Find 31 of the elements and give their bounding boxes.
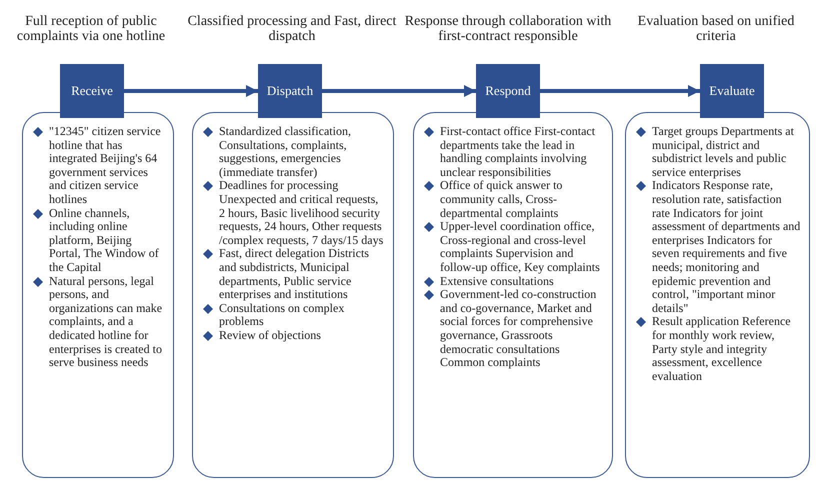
- bullet-text: Natural persons, legal persons, and organizations can make complaints, and a dedicated hotline for enterprises is created to serve business needs: [49, 274, 164, 370]
- bullet-text: Indicators Response rate, resolution rate, satisfaction rate Indicators for joint assessment of departments and enterprises Indicators for seven requirements and five needs; monitoring and epidemic prevention and control, "important minor details": [652, 179, 801, 316]
- step-box: Dispatch: [258, 64, 322, 118]
- column-heading: Full reception of public complaints via one hotline: [16, 14, 166, 44]
- step-box: Respond: [476, 64, 540, 118]
- column-heading: Evaluation based on unified criteria: [636, 14, 796, 44]
- bullet-text: "12345" citizen service hotline that has integrated Beijing's 64 government services and citizen service hotlines: [49, 125, 162, 207]
- arrow: [322, 85, 476, 97]
- column-heading: Classified processing and Fast, direct dispatch: [186, 14, 398, 44]
- list-panel: [192, 112, 394, 478]
- arrow: [540, 85, 700, 97]
- bullet-text: Government-led co-construction and co-governance, Market and social forces for comprehensive governance, Grassroots democratic consultations Common complaints: [440, 288, 598, 370]
- bullet-text: Extensive consultations: [440, 274, 554, 288]
- list-panel: [625, 112, 810, 478]
- bullet-text: Standardized classification, Consultations, complaints, suggestions, emergencies (immediate transfer): [219, 125, 352, 180]
- column-heading: Response through collaboration with first-contract responsible: [404, 14, 612, 44]
- bullet-text: Result application Reference for monthly work review, Party style and integrity assessment, excellence evaluation: [652, 315, 792, 384]
- list-panel: [413, 112, 613, 478]
- step-box: Evaluate: [700, 64, 764, 118]
- bullet-text: Office of quick answer to community calls, Cross-departmental complaints: [440, 179, 564, 220]
- bullet-text: Fast, direct delegation Districts and subdistricts, Municipal departments, Public service enterprises and institutions: [219, 247, 369, 302]
- list-panel: [22, 112, 174, 478]
- bullet-text: First-contact office First-contact departments take the lead in handling complaints involving unclear responsibilities: [440, 125, 596, 180]
- bullet-text: Review of objections: [219, 328, 321, 342]
- bullet-text: Online channels, including online platform, Beijing Portal, The Window of the Capital: [49, 206, 160, 275]
- bullet-text: Consultations on complex problems: [219, 302, 346, 329]
- bullet-text: Target groups Departments at municipal, district and subdistrict levels and public service enterprises: [652, 125, 795, 180]
- step-box: Receive: [60, 64, 124, 118]
- bullet-text: Upper-level coordination office, Cross-regional and cross-level complaints Supervision and follow-up office, Key complaints: [440, 220, 601, 275]
- bullet-text: Deadlines for processing Unexpected and critical requests, 2 hours, Basic livelihood security requests, 24 hours, Other requests /complex requests, 7 days/15 days: [219, 179, 384, 248]
- arrow: [124, 85, 258, 97]
